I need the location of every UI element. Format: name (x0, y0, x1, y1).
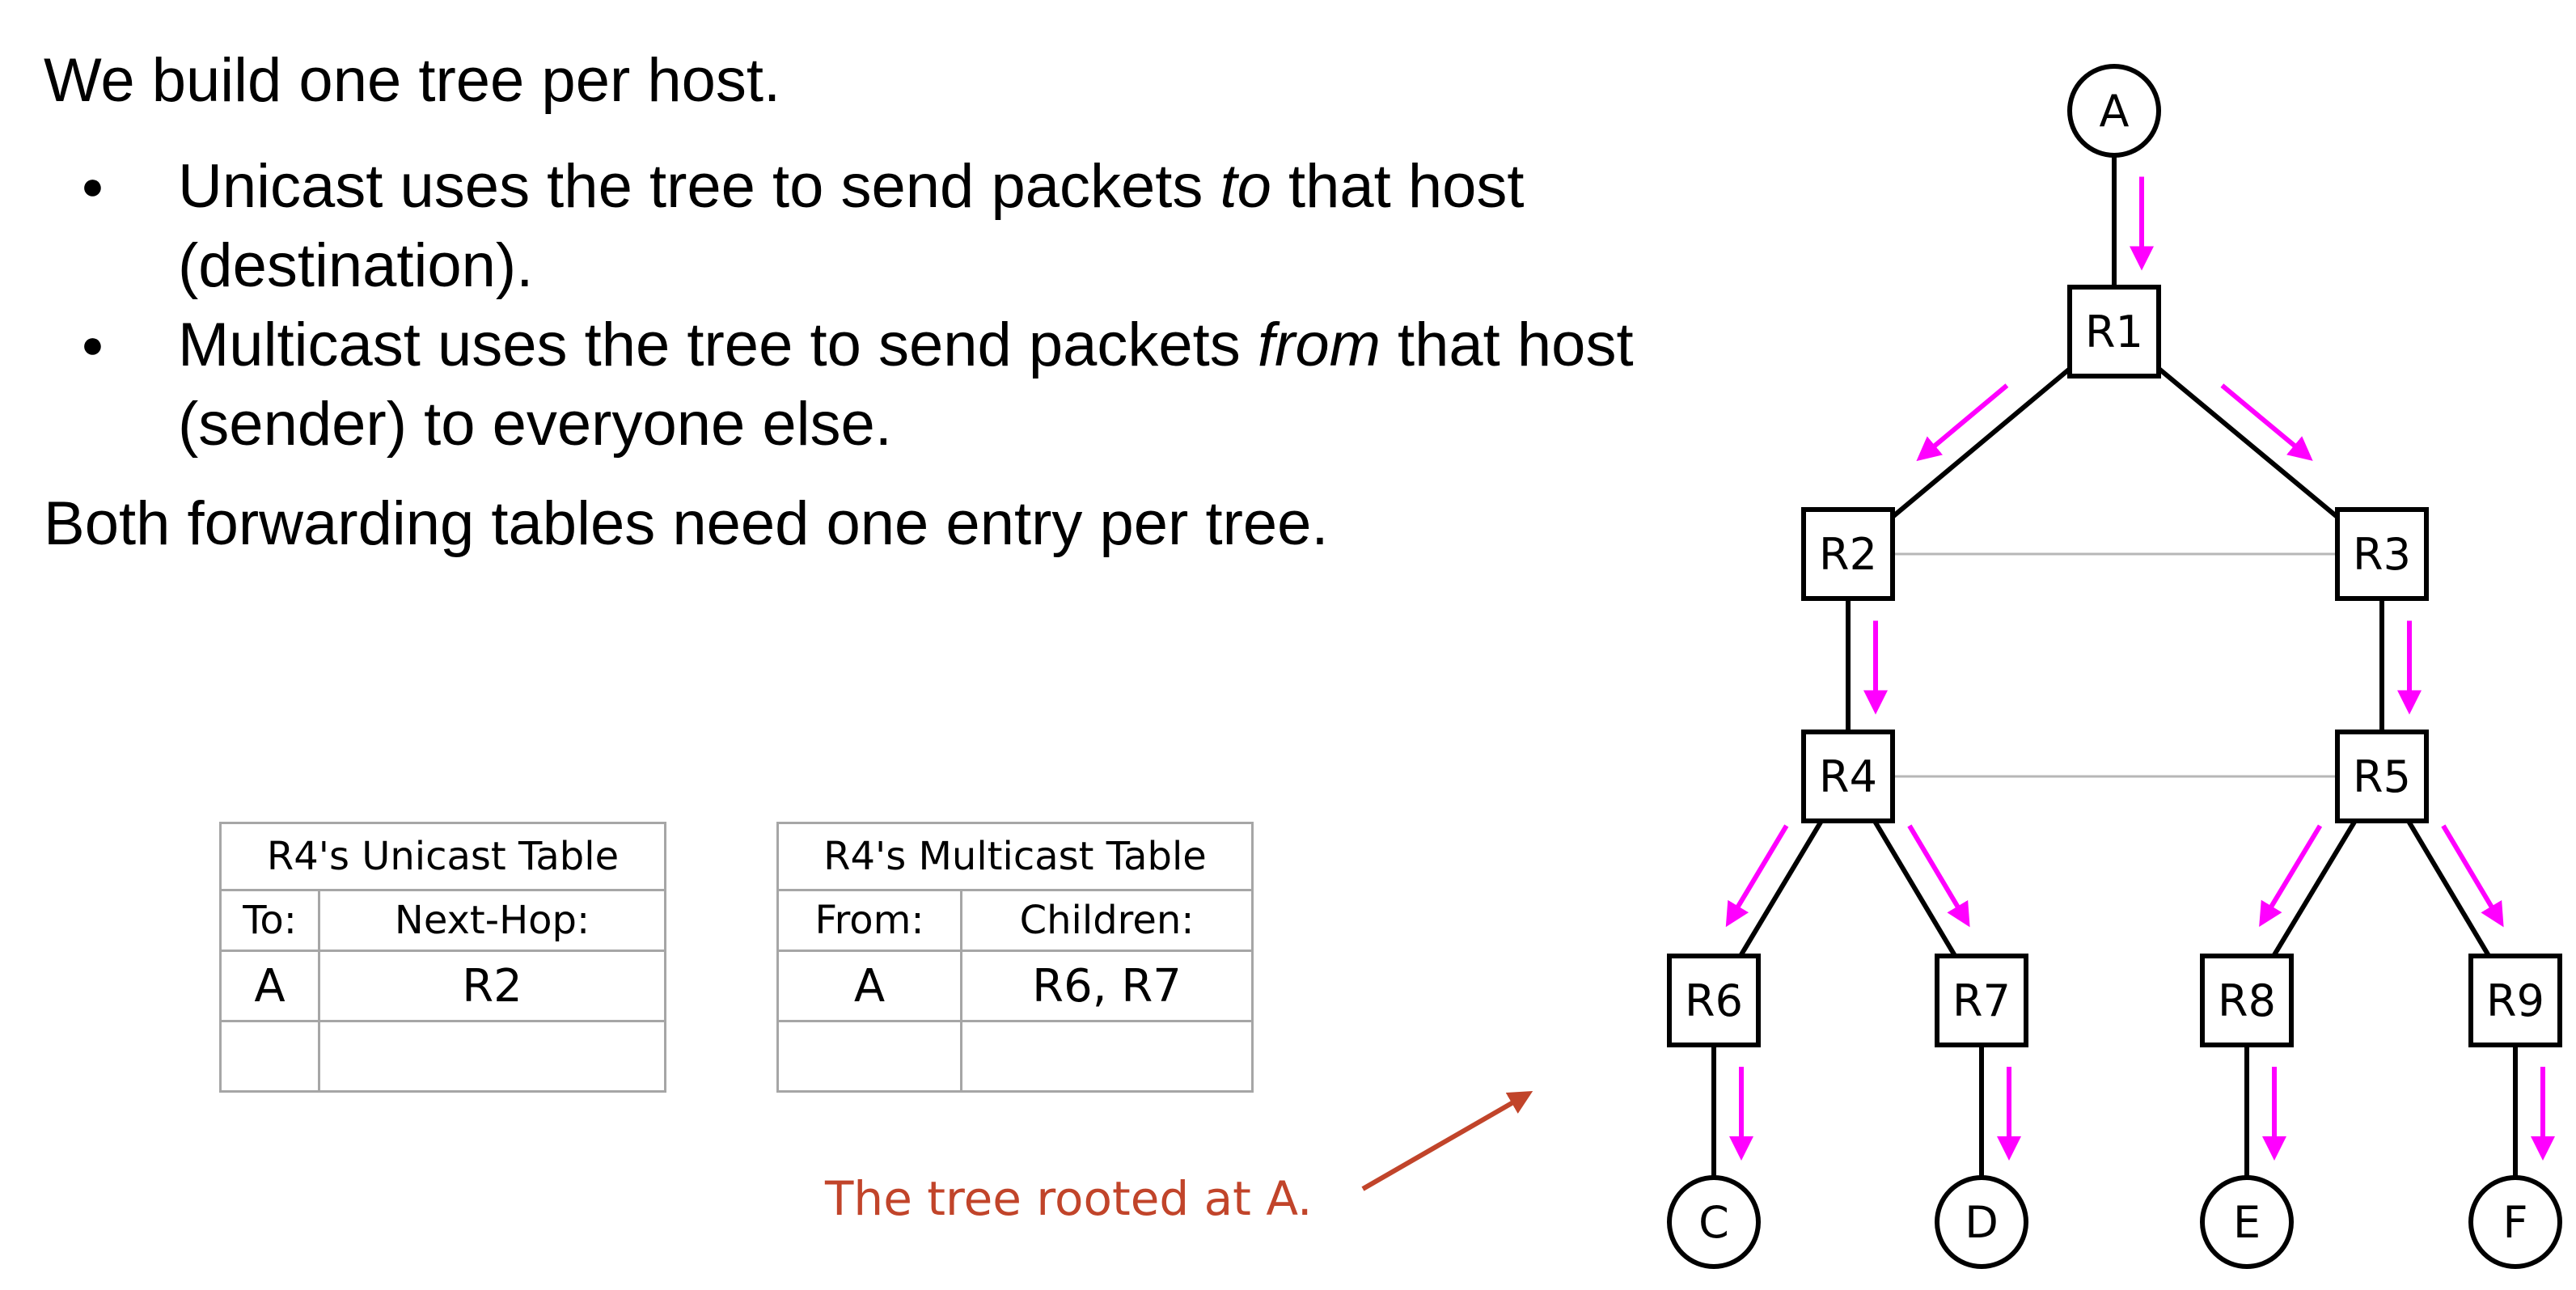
unicast-cell-to: A (218, 950, 321, 1022)
node-label-r9: R9 (2486, 975, 2544, 1026)
node-label-r3: R3 (2353, 529, 2411, 580)
multicast-empty-cell (776, 1020, 963, 1093)
router-node-r7: R7 (1935, 954, 2028, 1047)
flow-arrow-r1-r2 (1916, 383, 2009, 462)
node-label-e: E (2233, 1197, 2261, 1248)
summary-heading: Both forwarding tables need one entry pe… (44, 489, 1329, 558)
node-label-r8: R8 (2218, 975, 2276, 1026)
router-node-r6: R6 (1667, 954, 1761, 1047)
node-label-a: A (2100, 86, 2130, 137)
flow-arrow-r5-r8 (2259, 824, 2323, 928)
node-label-c: C (1698, 1197, 1729, 1248)
router-node-r2: R2 (1801, 507, 1895, 601)
unicast-empty-cell (318, 1020, 666, 1093)
host-node-c: C (1667, 1175, 1761, 1269)
bullet-unicast-text-end: that host (destination). (178, 152, 1525, 300)
multicast-empty-cell (960, 1020, 1254, 1093)
unicast-table-title: R4's Unicast Table (219, 822, 666, 891)
caption-pointer-arrow (1361, 1091, 1533, 1191)
diagram-caption: The tree rooted at A. (825, 1171, 1313, 1226)
node-label-r1: R1 (2085, 307, 2143, 357)
bullet-list: Unicast uses the tree to send packets to… (81, 147, 1666, 464)
bullet-multicast: Multicast uses the tree to send packets … (81, 306, 1666, 464)
node-label-d: D (1965, 1197, 1999, 1248)
router-node-r8: R8 (2200, 954, 2294, 1047)
bullet-unicast-text-start: Unicast uses the tree to send packets (178, 152, 1220, 221)
flow-arrow-r4-r7 (1907, 824, 1970, 928)
multicast-cell-children: R6, R7 (960, 950, 1254, 1022)
multicast-table: R4's Multicast Table From: Children: A R… (776, 822, 1254, 1093)
node-label-r7: R7 (1952, 975, 2011, 1026)
router-node-r5: R5 (2335, 730, 2429, 823)
multicast-col-from: From: (776, 889, 963, 952)
intro-heading: We build one tree per host. (44, 46, 781, 115)
unicast-col-to: To: (218, 889, 321, 952)
node-label-r2: R2 (1819, 529, 1877, 580)
unicast-col-next-hop: Next-Hop: (318, 889, 666, 952)
unicast-table: R4's Unicast Table To: Next-Hop: A R2 (218, 822, 666, 1093)
router-node-r9: R9 (2468, 954, 2562, 1047)
multicast-cell-from: A (776, 950, 963, 1022)
bullet-unicast-emphasis: to (1220, 152, 1271, 221)
host-node-f: F (2468, 1175, 2562, 1269)
router-node-r1: R1 (2067, 285, 2161, 379)
router-node-r3: R3 (2335, 507, 2429, 601)
flow-arrow-r4-r6 (1725, 824, 1789, 928)
host-node-a: A (2067, 64, 2161, 158)
unicast-cell-next-hop: R2 (318, 950, 666, 1022)
host-node-d: D (1935, 1175, 2028, 1269)
flow-arrow-r5-r9 (2441, 824, 2504, 928)
flow-arrow-r1-r3 (2220, 383, 2313, 461)
router-node-r4: R4 (1801, 730, 1895, 823)
node-label-r6: R6 (1685, 975, 1743, 1026)
multicast-table-title: R4's Multicast Table (776, 822, 1254, 891)
node-label-r5: R5 (2353, 751, 2411, 802)
multicast-col-children: Children: (960, 889, 1254, 952)
node-label-r4: R4 (1819, 751, 1877, 802)
node-label-f: F (2502, 1197, 2527, 1248)
bullet-unicast: Unicast uses the tree to send packets to… (81, 147, 1666, 306)
bullet-multicast-text-start: Multicast uses the tree to send packets (178, 311, 1258, 379)
bullet-multicast-text-end: that host (sender) to everyone else. (178, 311, 1634, 459)
host-node-e: E (2200, 1175, 2294, 1269)
bullet-multicast-emphasis: from (1257, 311, 1381, 379)
unicast-empty-cell (218, 1020, 321, 1093)
